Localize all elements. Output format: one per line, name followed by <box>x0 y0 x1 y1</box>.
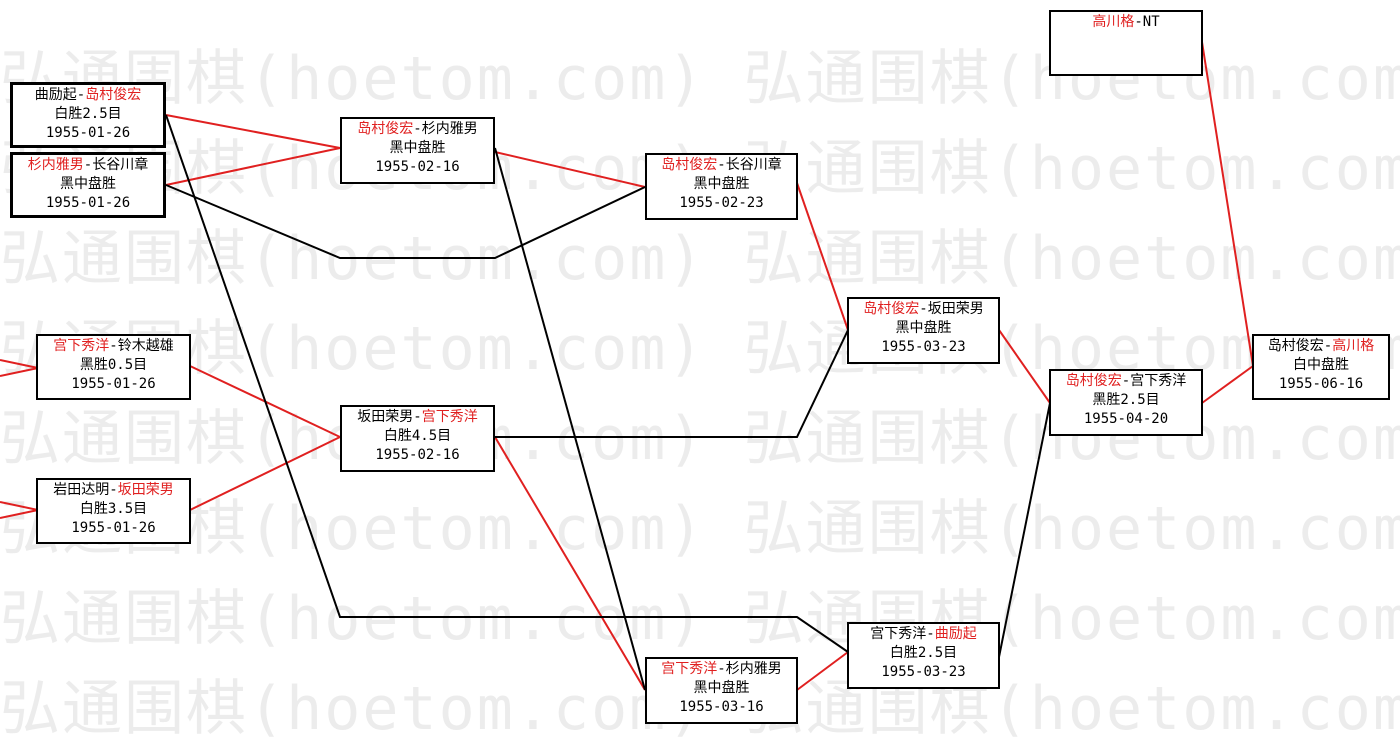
bracket-line <box>494 147 646 691</box>
bracket-line <box>796 182 849 331</box>
bracket-line <box>495 329 849 438</box>
player-2: 宫下秀洋 <box>421 409 478 425</box>
match-date: 1955-02-16 <box>375 447 460 463</box>
match-players: 岛村俊宏-宫下秀洋 <box>1065 373 1187 389</box>
player-1: 曲励起 <box>34 87 77 103</box>
player-1: 岩田达明 <box>53 482 110 498</box>
match-box[interactable]: 宫下秀洋-铃木越雄 黑胜0.5目 1955-01-26 <box>36 334 191 400</box>
player-1: 岛村俊宏 <box>357 121 414 137</box>
player-1: 岛村俊宏 <box>863 301 920 317</box>
match-result: 黑中盘胜 <box>895 320 952 336</box>
match-players: 宫下秀洋-曲励起 <box>870 626 977 642</box>
match-result: 黑中盘胜 <box>693 680 750 696</box>
match-players: 宫下秀洋-杉内雅男 <box>661 661 782 677</box>
match-result: 黑中盘胜 <box>693 176 750 192</box>
player-1: 岛村俊宏 <box>1065 373 1122 389</box>
match-box[interactable]: 坂田荣男-宫下秀洋 白胜4.5目 1955-02-16 <box>340 405 495 472</box>
player-2: 曲励起 <box>934 626 977 642</box>
player-2: 长谷川章 <box>725 157 782 173</box>
match-box[interactable]: 岛村俊宏-长谷川章 黑中盘胜 1955-02-23 <box>645 153 798 220</box>
match-players: 岛村俊宏-高川格 <box>1267 338 1375 354</box>
bracket-line <box>165 114 849 653</box>
bracket-line <box>494 151 646 188</box>
bracket-line <box>165 184 646 259</box>
match-date: 1955-02-16 <box>375 159 460 175</box>
match-date: 1955-01-26 <box>45 195 131 211</box>
match-box[interactable]: 宫下秀洋-杉内雅男 黑中盘胜 1955-03-16 <box>645 657 798 724</box>
player-2: 宫下秀洋 <box>1130 373 1187 389</box>
match-result: 白胜2.5目 <box>54 106 122 122</box>
bracket-line <box>998 402 1051 658</box>
match-result: 黑胜0.5目 <box>79 357 148 373</box>
player-1: 岛村俊宏 <box>1267 338 1324 354</box>
match-players: 岛村俊宏-杉内雅男 <box>357 121 478 137</box>
player-1: 宫下秀洋 <box>870 626 927 642</box>
match-date: 1955-01-26 <box>45 125 131 141</box>
player-2: 坂田荣男 <box>927 301 984 317</box>
match-players: 高川格-NT <box>1092 14 1160 30</box>
match-players: 岩田达明-坂田荣男 <box>53 482 174 498</box>
match-result: 白中盘胜 <box>1293 357 1349 373</box>
match-date: 1955-06-16 <box>1278 376 1364 392</box>
player-2: 铃木越雄 <box>117 338 174 354</box>
match-result: 黑中盘胜 <box>60 176 116 192</box>
bracket-line <box>1201 41 1254 367</box>
player-1: 岛村俊宏 <box>661 157 718 173</box>
bracket-line <box>998 329 1051 404</box>
match-box[interactable]: 岛村俊宏-坂田荣男 黑中盘胜 1955-03-23 <box>847 297 1000 364</box>
bracket-line <box>796 651 849 691</box>
bracket-line <box>494 436 646 691</box>
player-1: 高川格 <box>1092 14 1135 30</box>
player-2: NT <box>1142 14 1160 30</box>
player-2: 坂田荣男 <box>117 482 174 498</box>
match-players: 岛村俊宏-坂田荣男 <box>863 301 984 317</box>
match-box[interactable]: 岛村俊宏-宫下秀洋 黑胜2.5目 1955-04-20 <box>1049 369 1203 436</box>
bracket-line <box>0 359 39 377</box>
match-players: 岛村俊宏-长谷川章 <box>661 157 782 173</box>
match-date: 1955-02-23 <box>679 195 764 211</box>
player-1: 宫下秀洋 <box>53 338 110 354</box>
player-2: 长谷川章 <box>92 157 149 173</box>
player-2: 岛村俊宏 <box>85 87 142 103</box>
match-result: 白胜2.5目 <box>889 645 958 661</box>
match-result: 黑胜2.5目 <box>1092 392 1160 408</box>
match-result: 白胜3.5目 <box>79 501 148 517</box>
match-date: 1955-01-26 <box>71 520 156 536</box>
match-date: 1955-03-16 <box>679 699 764 715</box>
match-date: 1955-01-26 <box>71 376 156 392</box>
match-result: 黑中盘胜 <box>389 140 446 156</box>
bracket-line <box>189 436 341 511</box>
player-1: 杉内雅男 <box>27 157 84 173</box>
match-date: 1955-04-20 <box>1083 411 1169 427</box>
player-1: 坂田荣男 <box>357 409 414 425</box>
player-2: 杉内雅男 <box>725 661 782 677</box>
match-box[interactable]: 宫下秀洋-曲励起 白胜2.5目 1955-03-23 <box>847 622 1000 689</box>
bracket-line <box>165 114 341 149</box>
match-box[interactable]: 高川格-NT <box>1049 10 1203 76</box>
match-players: 曲励起-岛村俊宏 <box>34 87 142 103</box>
match-date: 1955-03-23 <box>881 339 966 355</box>
bracket-line <box>0 501 39 519</box>
match-players: 坂田荣男-宫下秀洋 <box>357 409 478 425</box>
player-2: 高川格 <box>1332 338 1375 354</box>
match-date: 1955-03-23 <box>881 664 966 680</box>
match-players: 杉内雅男-长谷川章 <box>27 157 149 173</box>
player-2: 杉内雅男 <box>421 121 478 137</box>
match-box[interactable]: 岛村俊宏-杉内雅男 黑中盘胜 1955-02-16 <box>340 117 495 184</box>
match-box[interactable]: 岛村俊宏-高川格 白中盘胜 1955-06-16 <box>1252 334 1390 400</box>
match-box[interactable]: 杉内雅男-长谷川章 黑中盘胜 1955-01-26 <box>10 152 166 218</box>
match-box[interactable]: 岩田达明-坂田荣男 白胜3.5目 1955-01-26 <box>36 478 191 544</box>
match-result: 白胜4.5目 <box>383 428 452 444</box>
bracket-line <box>165 147 341 186</box>
match-players: 宫下秀洋-铃木越雄 <box>53 338 174 354</box>
bracket-line <box>1201 365 1254 404</box>
player-1: 宫下秀洋 <box>661 661 718 677</box>
match-box[interactable]: 曲励起-岛村俊宏 白胜2.5目 1955-01-26 <box>10 82 166 148</box>
